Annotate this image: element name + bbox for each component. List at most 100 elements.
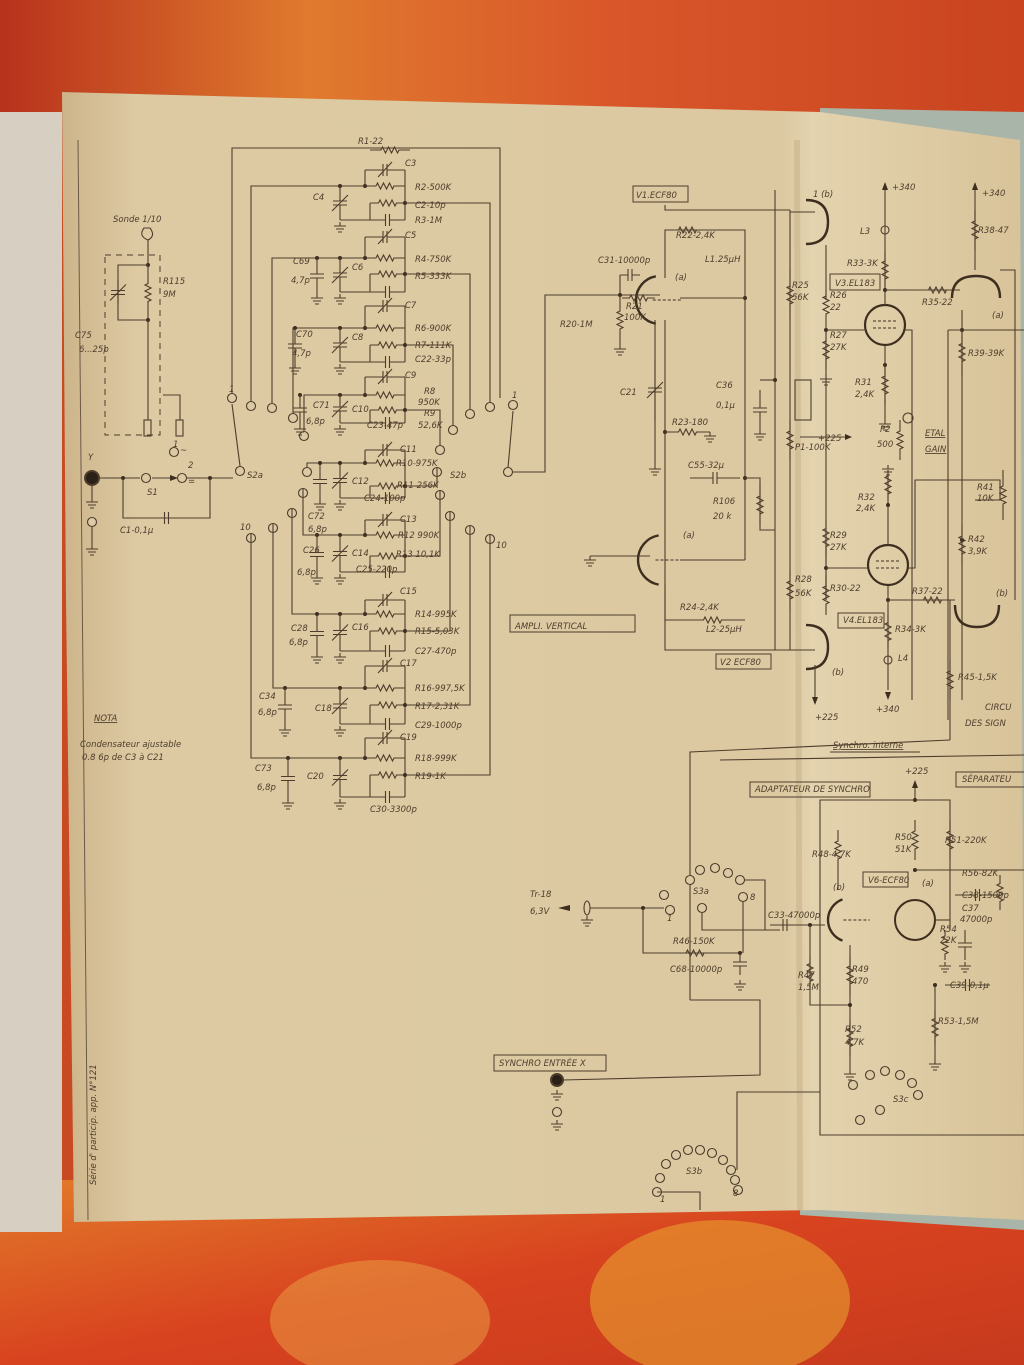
wire (908, 479, 962, 569)
resistor (370, 269, 405, 279)
label-s3b: S3b (686, 1167, 702, 1177)
label-p2: P2 (880, 425, 891, 435)
label-l1: L1.25µH (705, 255, 741, 265)
resistor (845, 1020, 855, 1055)
ground-symbol (294, 425, 306, 436)
ground-symbol (551, 1120, 563, 1131)
switch-contact (864, 1069, 876, 1081)
capacitor (293, 395, 307, 425)
trimmer-capacitor (331, 614, 349, 651)
label-c75: C75 (75, 331, 92, 341)
capacitor (945, 979, 990, 991)
label-v1-unit: (a) (675, 273, 687, 283)
label-c55: C55-32µ (688, 461, 725, 471)
label-r8-val: 950K (418, 398, 441, 408)
label-plus340-a: +340 (892, 183, 915, 193)
wire (507, 410, 514, 469)
label-c12: C12 (352, 477, 369, 487)
label-r50: R50 (895, 833, 912, 843)
label-r42: R42 (968, 535, 985, 545)
wire (819, 870, 1024, 1136)
schematic-labels: Sonde 1/10R1159MC756...25pY1~2=S1C1-0,1µ… (75, 137, 1024, 1205)
label-frame (632, 185, 689, 203)
wire (306, 462, 365, 467)
ground-symbol (334, 726, 346, 737)
label-s3a-8: 8 (750, 893, 756, 903)
capacitor (310, 258, 324, 294)
probe-tip-icon (141, 227, 154, 241)
resistor (680, 615, 745, 625)
label-etal: ETAL (925, 429, 946, 439)
wire (163, 394, 181, 420)
capacitor (955, 889, 1000, 901)
label-r19: R19-1K (415, 772, 447, 782)
label-c27: C27-470p (415, 647, 456, 657)
label-r41-val: 10K (977, 494, 995, 504)
label-c17: C17 (400, 659, 417, 669)
switch-contact (551, 1106, 563, 1118)
label-c24: C24-100p (364, 494, 405, 504)
switch-contact (298, 430, 310, 442)
switch-contact (301, 466, 313, 478)
resistor (970, 210, 980, 250)
resistor (995, 875, 1005, 910)
switch-contact (287, 412, 299, 424)
right-tube-a (950, 274, 1002, 299)
label-circuit: CIRCU (985, 703, 1012, 713)
tube-grid (873, 320, 897, 329)
wire (664, 205, 790, 211)
label-r39: R39-39K (968, 349, 1006, 359)
label-tr: Tr-18 (530, 890, 552, 900)
resistor (143, 265, 153, 320)
label-l3: L3 (860, 227, 870, 237)
capacitor (281, 758, 295, 799)
label-r21: R21 (626, 302, 643, 312)
label-signals: DES SIGN (965, 719, 1007, 729)
wire (117, 264, 148, 321)
label-r30: R30-22 (830, 584, 861, 594)
page-fold (794, 139, 803, 1211)
resistor (615, 295, 625, 345)
label-c11: C11 (400, 445, 417, 455)
ground-symbol (282, 799, 294, 810)
switch-contact (176, 472, 188, 484)
switch-contact (507, 399, 519, 411)
label-r31: R31 (855, 378, 872, 388)
label-r6: R6-900K (415, 324, 453, 334)
label-r115-val: 9M (163, 290, 176, 300)
switch-contact (660, 1158, 672, 1170)
capacitor (150, 512, 183, 524)
switch-contact (696, 902, 708, 914)
ground-symbol (311, 294, 323, 305)
wire (405, 273, 471, 409)
ground-symbol (649, 465, 661, 476)
ground-symbol (86, 545, 98, 556)
label-r1: R1-22 (358, 137, 383, 147)
v2-tube (636, 534, 659, 586)
capacitor (370, 417, 405, 429)
resistor (998, 470, 1008, 520)
v6a-tube (826, 898, 843, 942)
wire (745, 879, 766, 930)
label-r5: R5-333K (415, 272, 453, 282)
label-r11: R11-256K (397, 481, 440, 491)
label-frame (862, 871, 909, 888)
wire (819, 788, 916, 870)
label-right-unit-b: (b) (996, 589, 1008, 599)
label-c34-val: 6,8p (258, 708, 277, 718)
switch-contact (874, 1104, 886, 1116)
label-r2: R2-500K (415, 183, 453, 193)
switch-contact (654, 1172, 666, 1184)
resistor (785, 270, 795, 320)
left-page (0, 112, 62, 1232)
label-c30: C30-3300p (370, 805, 417, 815)
label-s2b: S2b (450, 471, 466, 481)
switch-contact (709, 862, 721, 874)
resistor (370, 770, 405, 780)
supply-arrow (912, 780, 918, 788)
label-s2a: S2a (247, 471, 263, 481)
wire (405, 409, 441, 445)
supply-arrow (885, 692, 891, 700)
label-r12: R12 990K (398, 531, 441, 541)
